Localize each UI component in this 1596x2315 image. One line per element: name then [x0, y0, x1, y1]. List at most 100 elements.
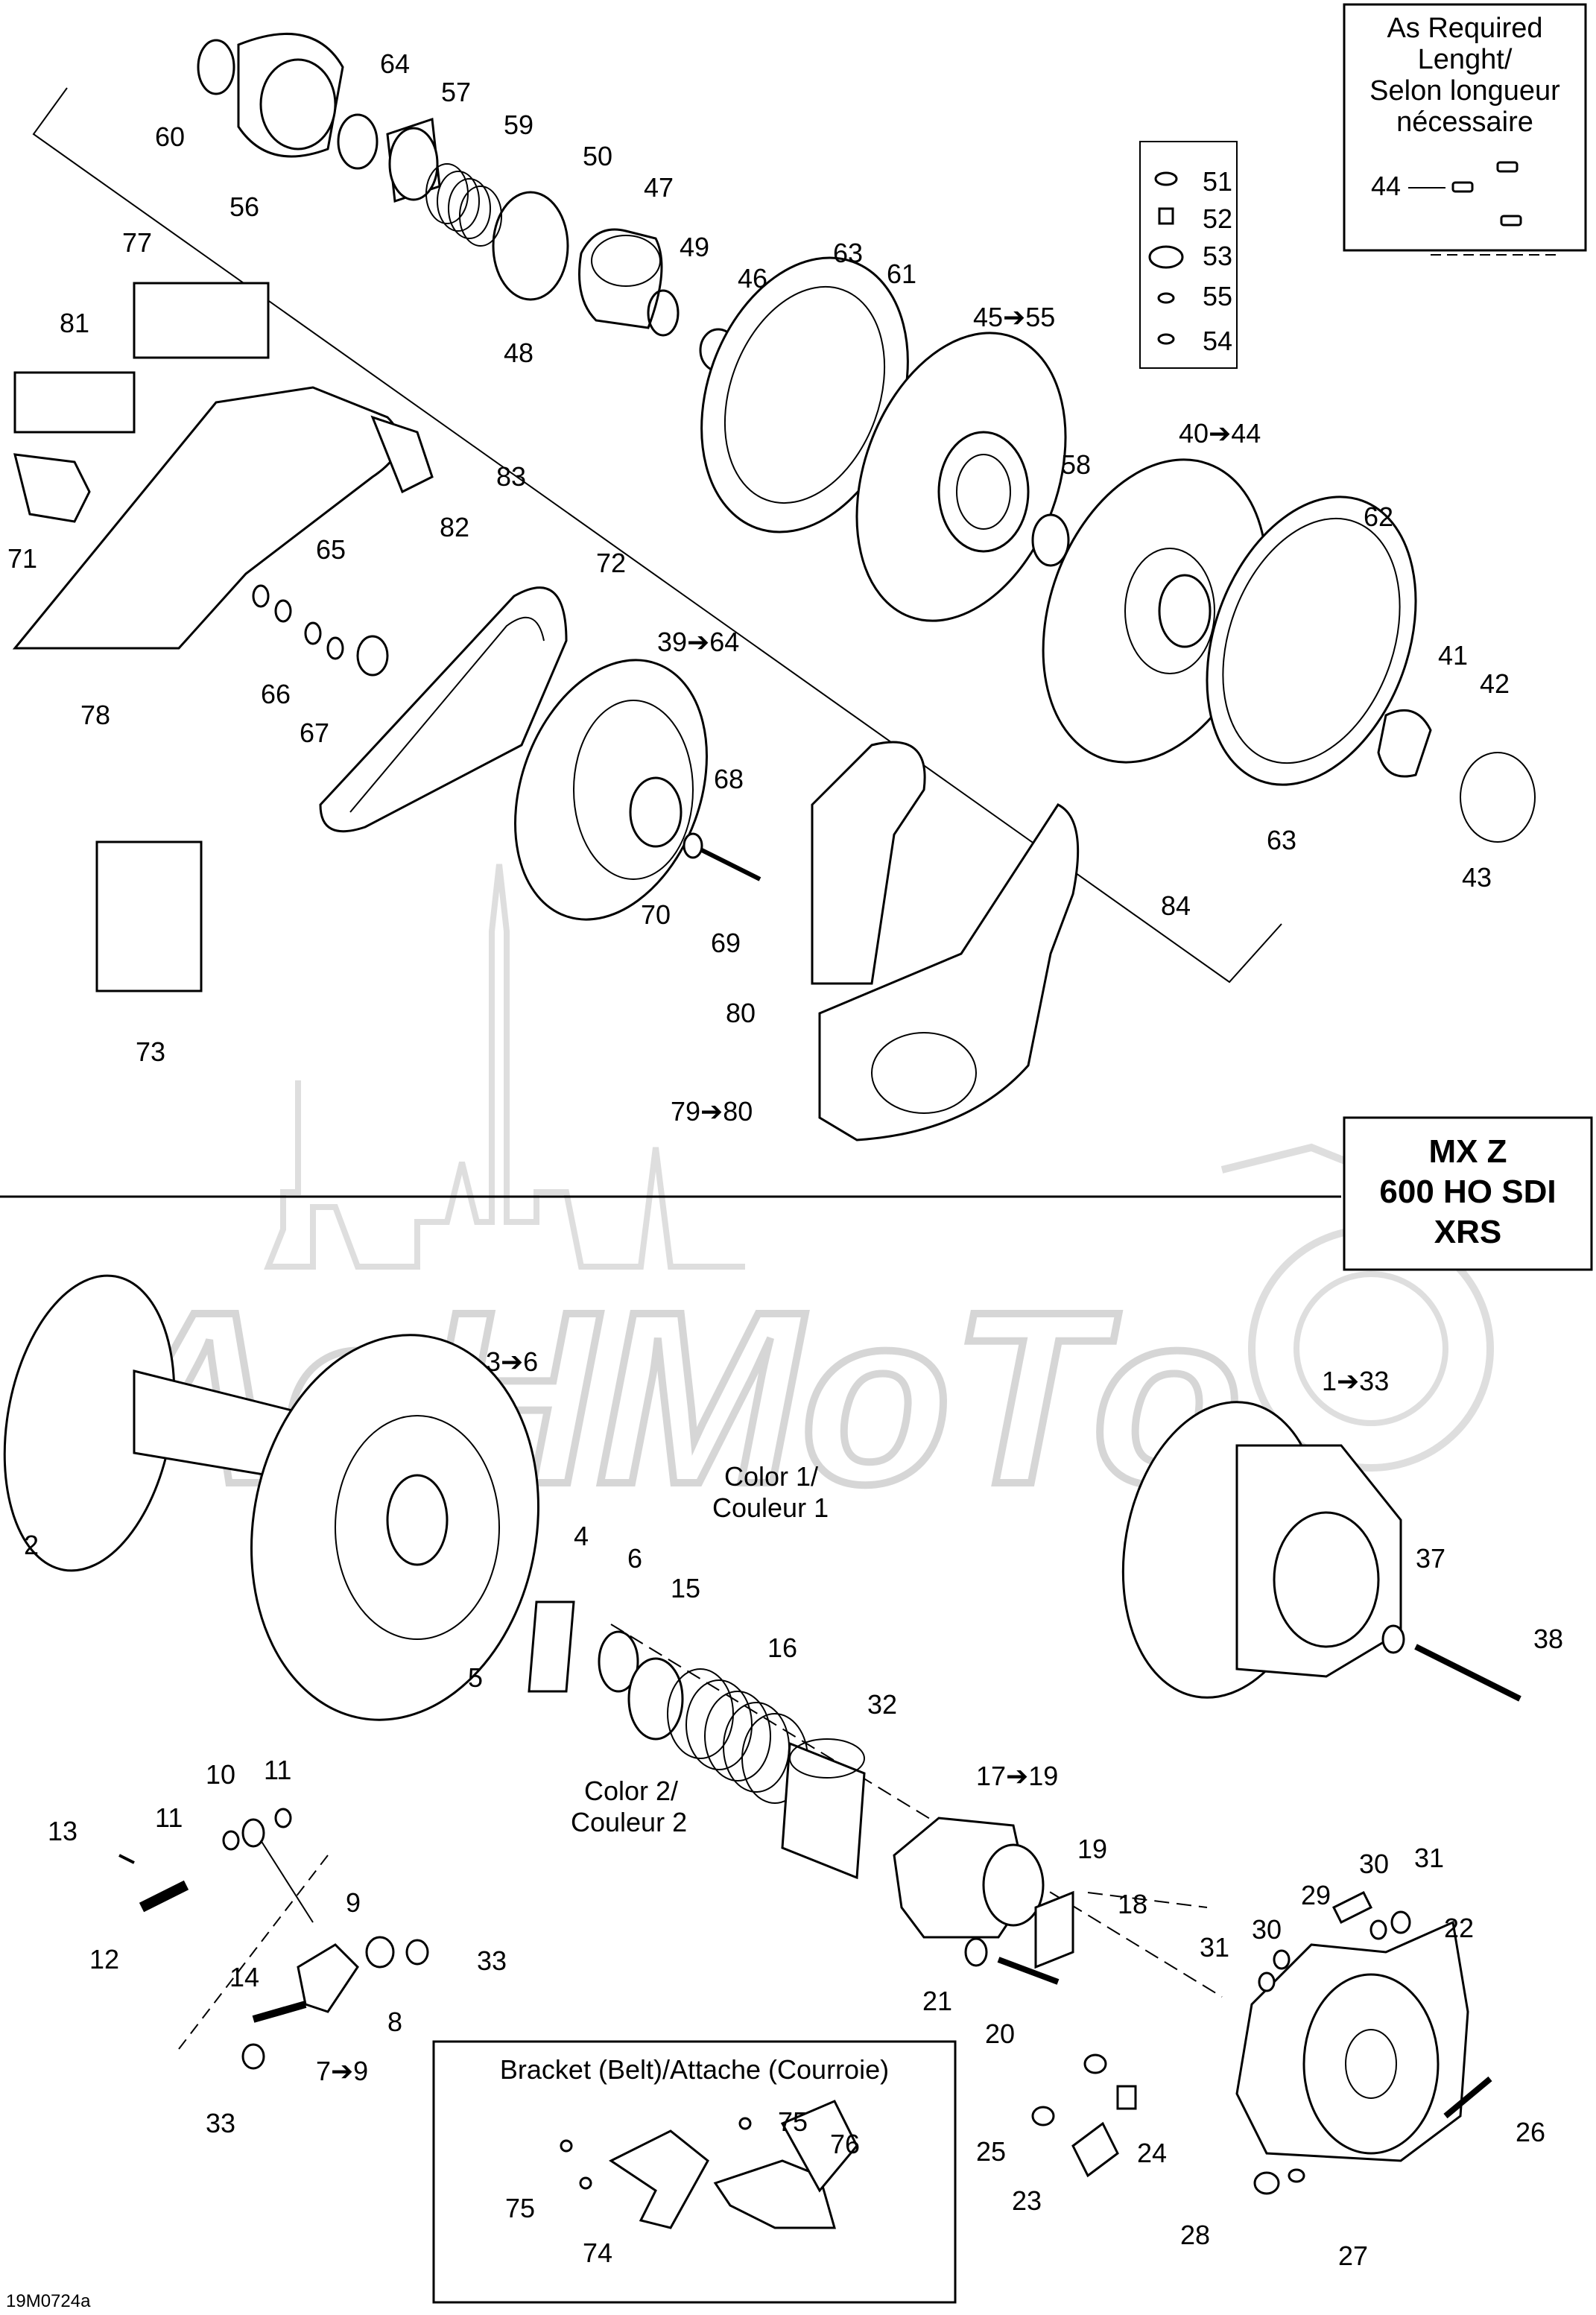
- callout-13: 13: [48, 1816, 77, 1846]
- callout-5: 5: [468, 1662, 483, 1693]
- callout-72: 72: [596, 548, 626, 578]
- callout-27: 27: [1338, 2240, 1368, 2271]
- callout-28: 28: [1180, 2220, 1210, 2250]
- lower-parts: [3, 1274, 1521, 2195]
- bracket-box: Bracket (Belt)/Attache (Courroie): [432, 2040, 957, 2304]
- callout-81: 81: [60, 308, 89, 338]
- callout-8: 8: [387, 2007, 402, 2037]
- callout-9: 9: [346, 1887, 361, 1918]
- diagram-reference: 19M0724a: [6, 2291, 91, 2311]
- callout-75a: 75: [778, 2106, 808, 2137]
- callout-68: 68: [714, 764, 744, 794]
- callout-75b: 75: [505, 2193, 535, 2223]
- callout-49: 49: [680, 232, 709, 262]
- callout-77: 77: [122, 227, 152, 258]
- model-line3: XRS: [1434, 1214, 1501, 1250]
- callout-10: 10: [206, 1759, 235, 1790]
- bracket-title: Bracket (Belt)/Attache (Courroie): [500, 2054, 889, 2085]
- callout-58: 58: [1061, 449, 1091, 480]
- callout-66: 66: [261, 679, 291, 709]
- callout-4: 4: [574, 1521, 589, 1551]
- callout-40-44: 40➔44: [1179, 418, 1261, 449]
- as-required-line2: Lenght/: [1418, 44, 1513, 75]
- callout-41: 41: [1438, 640, 1468, 671]
- callout-60: 60: [155, 121, 185, 152]
- callout-59: 59: [504, 110, 533, 140]
- callout-20: 20: [985, 2018, 1015, 2049]
- callout-61: 61: [887, 259, 916, 289]
- callout-33a: 33: [477, 1945, 507, 1976]
- model-box: MX Z 600 HO SDI XRS: [1343, 1116, 1593, 1271]
- callout-11a: 11: [264, 1755, 291, 1785]
- callout-43: 43: [1462, 862, 1492, 893]
- callout-16: 16: [767, 1632, 797, 1663]
- callout-14: 14: [229, 1962, 259, 1992]
- callout-11b: 11: [155, 1802, 183, 1833]
- callout-37: 37: [1416, 1543, 1445, 1574]
- callout-26: 26: [1516, 2117, 1545, 2147]
- callout-32: 32: [867, 1689, 897, 1720]
- callout-65: 65: [316, 534, 346, 565]
- callout-3-6: 3➔6: [486, 1346, 538, 1377]
- callout-56: 56: [229, 191, 259, 222]
- as-required-line4: nécessaire: [1396, 107, 1533, 138]
- callout-15: 15: [671, 1573, 700, 1603]
- callout-2: 2: [24, 1530, 39, 1560]
- callout-70: 70: [641, 899, 671, 930]
- as-required-box: As Required Lenght/ Selon longueur néces…: [1343, 3, 1587, 252]
- callout-78: 78: [80, 700, 110, 730]
- callout-17-19: 17➔19: [976, 1761, 1058, 1791]
- callout-19: 19: [1077, 1834, 1107, 1864]
- as-required-line3: Selon longueur: [1369, 75, 1560, 107]
- callout-53: 53: [1203, 241, 1232, 271]
- callout-7-9: 7➔9: [316, 2056, 368, 2086]
- callout-25: 25: [976, 2136, 1006, 2167]
- callout-52: 52: [1203, 203, 1232, 234]
- callout-12: 12: [89, 1944, 119, 1974]
- as-required-part: 44: [1371, 171, 1401, 201]
- callout-74: 74: [583, 2238, 612, 2268]
- callout-29: 29: [1301, 1880, 1331, 1910]
- callout-45-55: 45➔55: [973, 302, 1055, 332]
- model-line2: 600 HO SDI: [1379, 1174, 1556, 1210]
- callout-31b: 31: [1200, 1932, 1229, 1963]
- callout-color1-fr: Couleur 1: [712, 1492, 829, 1523]
- callout-21: 21: [922, 1986, 952, 2016]
- callout-64: 64: [380, 48, 410, 79]
- callout-23: 23: [1012, 2185, 1042, 2216]
- callout-38: 38: [1533, 1624, 1563, 1654]
- callout-82: 82: [440, 512, 469, 542]
- callout-63b: 63: [1267, 825, 1296, 855]
- callout-30b: 30: [1252, 1914, 1282, 1945]
- callout-67: 67: [300, 718, 329, 748]
- assembly-outline-top: [32, 87, 1282, 984]
- callout-71: 71: [7, 543, 37, 574]
- callout-color1-en: Color 1/: [724, 1461, 818, 1492]
- callout-76: 76: [830, 2129, 860, 2159]
- callout-79-80: 79➔80: [671, 1096, 753, 1127]
- callout-30a: 30: [1359, 1849, 1389, 1879]
- callout-48: 48: [504, 338, 533, 368]
- callout-46: 46: [738, 263, 767, 294]
- callout-62: 62: [1364, 501, 1393, 532]
- callout-50: 50: [583, 141, 612, 171]
- model-line1: MX Z: [1428, 1133, 1507, 1170]
- callout-39-64: 39➔64: [657, 627, 739, 657]
- callout-6: 6: [627, 1543, 642, 1574]
- upper-parts: [12, 32, 1536, 1141]
- callout-55: 55: [1203, 281, 1232, 311]
- callout-1-33: 1➔33: [1322, 1366, 1389, 1396]
- callout-31a: 31: [1414, 1843, 1444, 1873]
- as-required-line1: As Required: [1387, 13, 1542, 44]
- callout-54: 54: [1203, 326, 1232, 356]
- callout-24: 24: [1137, 2138, 1167, 2168]
- callout-color2-en: Color 2/: [584, 1776, 678, 1806]
- callout-57: 57: [441, 77, 471, 107]
- callout-47: 47: [644, 172, 674, 203]
- callout-18: 18: [1118, 1889, 1147, 1919]
- callout-69: 69: [711, 928, 741, 958]
- callout-color2-fr: Couleur 2: [571, 1807, 687, 1837]
- callout-51: 51: [1203, 166, 1232, 197]
- callout-73: 73: [136, 1036, 165, 1067]
